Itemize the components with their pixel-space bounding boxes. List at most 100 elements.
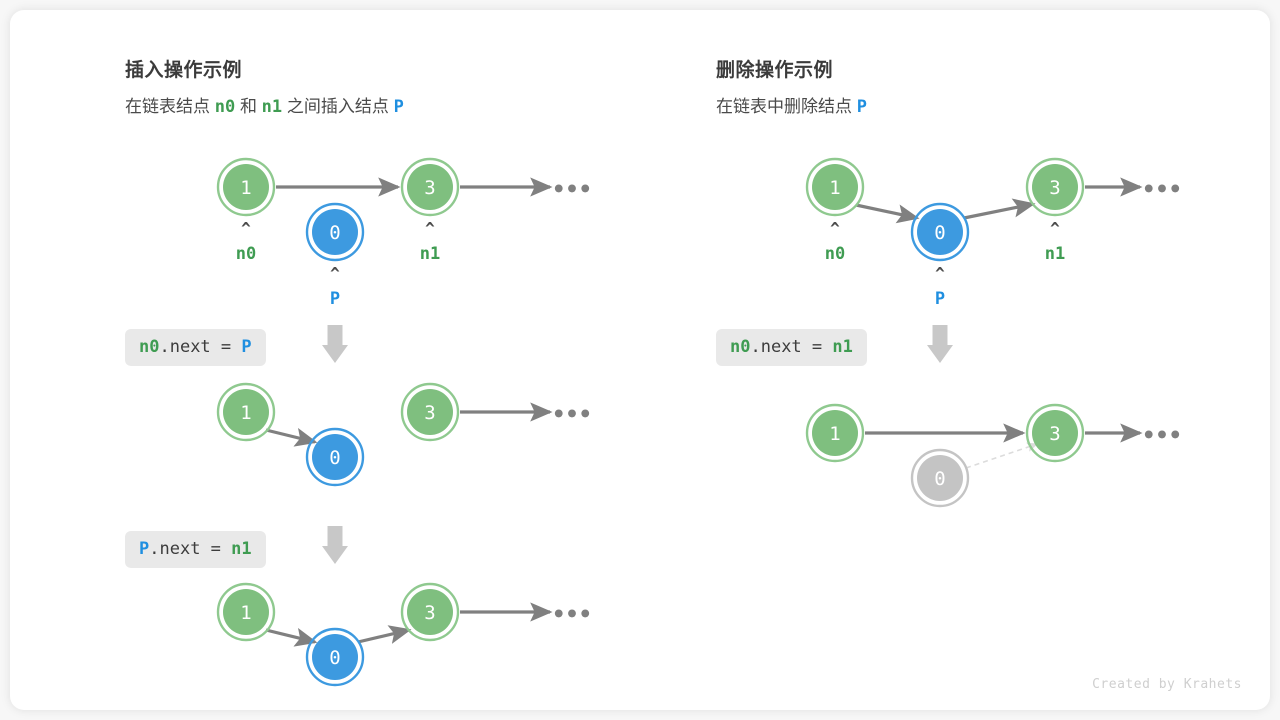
diagram-card: 插入操作示例 在链表结点 n0 和 n1 之间插入结点 P 删除操作示例 在链表… xyxy=(10,10,1270,710)
right-panel-subtitle: 在链表中删除结点 P xyxy=(716,92,867,117)
text-fragment-0: 在链表结点 xyxy=(125,97,215,116)
node-circle xyxy=(407,589,453,635)
node-circle xyxy=(223,164,269,210)
node-circle xyxy=(812,164,858,210)
node-outer-ring xyxy=(1025,403,1085,463)
node-circle xyxy=(1032,164,1078,210)
node-circle xyxy=(312,434,358,480)
node-outer-ring xyxy=(805,403,865,463)
node-value: 3 xyxy=(1049,423,1060,445)
text-fragment-1: P xyxy=(856,97,867,117)
text-fragment-0: n0 xyxy=(730,337,751,357)
right-code-step-1: n0.next = n1 xyxy=(716,329,867,366)
node-value: 3 xyxy=(424,402,435,424)
node-outer-ring xyxy=(805,157,865,217)
right-row1-ellipsis: ••• xyxy=(1142,424,1182,449)
pointer-caret-n0: ^ xyxy=(830,219,840,238)
node-value: 3 xyxy=(424,177,435,199)
node-value: 1 xyxy=(829,177,840,199)
node-circle xyxy=(917,455,963,501)
right-row1-node-n1: 3 xyxy=(1025,403,1085,463)
left-row1-ellipsis: ••• xyxy=(552,403,592,428)
text-fragment-2: P xyxy=(241,337,252,357)
node-value: 1 xyxy=(240,177,251,199)
right-panel-title: 删除操作示例 xyxy=(716,60,834,81)
left-code-step-1: n0.next = P xyxy=(125,329,266,366)
node-value: 1 xyxy=(829,423,840,445)
pointer-label-n1: n1 xyxy=(1045,244,1065,264)
pointer-label-P: P xyxy=(330,289,340,309)
right-row0-ellipsis: ••• xyxy=(1142,178,1182,203)
left-step-2-arrow xyxy=(322,526,348,564)
node-outer-ring xyxy=(910,202,970,262)
node-outer-ring xyxy=(910,448,970,508)
left-row1-node-n0: 1 xyxy=(216,382,276,442)
links-layer xyxy=(265,177,1143,647)
link-arrow-right-0-0 xyxy=(855,203,920,224)
node-outer-ring xyxy=(400,582,460,642)
left-row1-node-n1: 3 xyxy=(400,382,460,442)
right-step-1-arrow xyxy=(927,325,953,363)
text-fragment-2: n1 xyxy=(231,539,252,559)
node-outer-ring xyxy=(400,382,460,442)
node-value: 3 xyxy=(424,602,435,624)
text-fragment-1: .next = xyxy=(149,539,232,559)
diagram-stage: 1^n00^P3^n1•••103•••103•••1^n00^P3^n1•••… xyxy=(216,157,1182,687)
left-row0-node-n0: 1 xyxy=(216,157,276,217)
left-row0-node-n1: 3 xyxy=(400,157,460,217)
down-arrows-layer xyxy=(322,325,953,564)
text-fragment-2: n1 xyxy=(832,337,853,357)
pointer-label-n1: n1 xyxy=(420,244,440,264)
link-arrow-right-1-1 xyxy=(965,442,1039,469)
node-value: 0 xyxy=(934,222,945,244)
left-row2-node-n1: 3 xyxy=(400,582,460,642)
left-code-step-2: P.next = n1 xyxy=(125,531,266,568)
right-row1-node-p: 0 xyxy=(910,448,970,508)
text-fragment-2: 和 xyxy=(235,97,262,116)
node-circle xyxy=(312,634,358,680)
node-outer-ring xyxy=(216,157,276,217)
node-outer-ring xyxy=(1025,157,1085,217)
node-value: 0 xyxy=(329,447,340,469)
node-circle xyxy=(812,410,858,456)
node-value: 0 xyxy=(329,222,340,244)
node-outer-ring xyxy=(216,382,276,442)
pointer-caret-P: ^ xyxy=(935,264,945,283)
text-fragment-0: n0 xyxy=(139,337,160,357)
pointer-label-n0: n0 xyxy=(825,244,845,264)
left-row0-node-p: 0 xyxy=(305,202,365,262)
text-fragment-1: .next = xyxy=(159,337,242,357)
node-value: 0 xyxy=(934,468,945,490)
right-row0-node-p: 0 xyxy=(910,202,970,262)
link-arrow-left-2-0 xyxy=(265,627,318,647)
node-outer-ring xyxy=(216,582,276,642)
left-panel-subtitle: 在链表结点 n0 和 n1 之间插入结点 P xyxy=(125,92,404,117)
pointer-caret-n1: ^ xyxy=(425,219,435,238)
right-row0-node-n1: 3 xyxy=(1025,157,1085,217)
credit-text: Created by Krahets xyxy=(1092,677,1242,692)
text-fragment-5: P xyxy=(393,97,404,117)
right-row1-node-n0: 1 xyxy=(805,403,865,463)
right-row0-node-n0: 1 xyxy=(805,157,865,217)
node-circle xyxy=(223,389,269,435)
pointer-caret-n0: ^ xyxy=(241,219,251,238)
pointer-caret-P: ^ xyxy=(330,264,340,283)
pointer-label-n0: n0 xyxy=(236,244,256,264)
node-outer-ring xyxy=(305,627,365,687)
left-panel-title: 插入操作示例 xyxy=(125,60,243,81)
node-value: 1 xyxy=(240,402,251,424)
left-row0-ellipsis: ••• xyxy=(552,178,592,203)
text-fragment-3: n1 xyxy=(261,97,283,117)
node-value: 0 xyxy=(329,647,340,669)
node-circle xyxy=(1032,410,1078,456)
text-fragment-1: n0 xyxy=(214,97,236,117)
node-circle xyxy=(407,389,453,435)
node-circle xyxy=(223,589,269,635)
left-row2-node-n0: 1 xyxy=(216,582,276,642)
link-arrow-right-0-1 xyxy=(963,198,1036,220)
node-circle xyxy=(917,209,963,255)
nodes-layer: 1^n00^P3^n1•••103•••103•••1^n00^P3^n1•••… xyxy=(216,157,1182,687)
link-arrow-left-2-1 xyxy=(357,625,412,644)
text-fragment-4: 之间插入结点 xyxy=(282,97,394,116)
